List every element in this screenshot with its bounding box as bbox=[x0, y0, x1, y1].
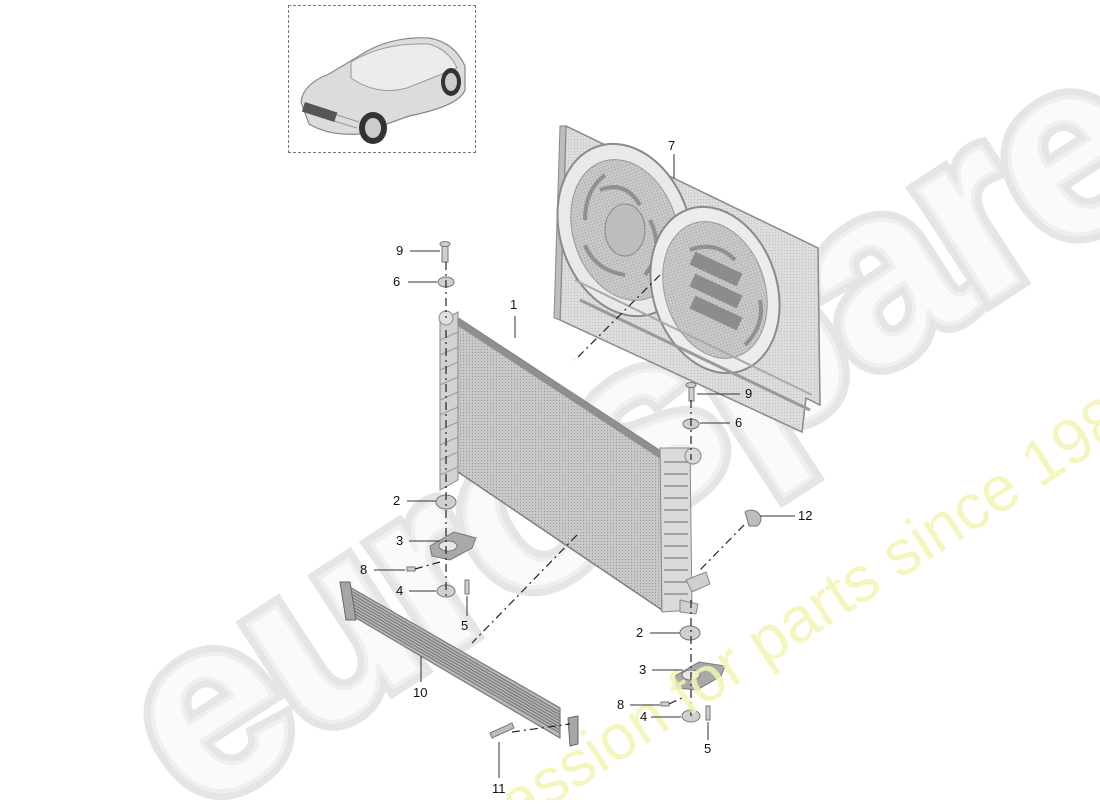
callout-9[interactable]: 9 bbox=[396, 243, 404, 258]
callout-6[interactable]: 6 bbox=[735, 415, 743, 430]
hardware-right[interactable] bbox=[489, 382, 762, 739]
end-cap bbox=[744, 509, 762, 527]
callout-7[interactable]: 7 bbox=[668, 138, 676, 153]
callout-4[interactable]: 4 bbox=[396, 583, 404, 598]
callout-11[interactable]: 11 bbox=[492, 781, 506, 796]
callout-8[interactable]: 8 bbox=[617, 697, 625, 712]
fan-shroud[interactable] bbox=[536, 124, 821, 434]
screw-left bbox=[464, 579, 470, 595]
car-icon bbox=[300, 37, 466, 144]
callout-4[interactable]: 4 bbox=[640, 709, 648, 724]
callout-2[interactable]: 2 bbox=[636, 625, 644, 640]
callout-12[interactable]: 12 bbox=[798, 508, 813, 523]
rubber-mount-right bbox=[679, 625, 701, 641]
leader-lines bbox=[374, 154, 795, 778]
callout-5[interactable]: 5 bbox=[704, 741, 712, 756]
callout-10[interactable]: 10 bbox=[413, 685, 428, 700]
svg-text:eurospares: eurospares bbox=[72, 0, 1100, 800]
screw-right bbox=[705, 705, 711, 721]
callout-3[interactable]: 3 bbox=[396, 533, 404, 548]
callout-2[interactable]: 2 bbox=[393, 493, 401, 508]
radiator[interactable] bbox=[438, 310, 711, 615]
bolt-left bbox=[406, 566, 416, 572]
auxiliary-cooler[interactable] bbox=[339, 581, 579, 747]
callout-6[interactable]: 6 bbox=[393, 274, 401, 289]
callout-1[interactable]: 1 bbox=[510, 297, 518, 312]
callout-8[interactable]: 8 bbox=[360, 562, 368, 577]
vehicle-thumbnail bbox=[288, 5, 476, 153]
watermark-brand: eurospares eurospares bbox=[63, 0, 1100, 805]
cooler-bolt bbox=[489, 722, 515, 739]
callout-5[interactable]: 5 bbox=[461, 618, 469, 633]
callout-9[interactable]: 9 bbox=[745, 386, 753, 401]
assembly-lines bbox=[414, 262, 745, 733]
hardware-left[interactable] bbox=[406, 241, 477, 598]
callout-3[interactable]: 3 bbox=[639, 662, 647, 677]
